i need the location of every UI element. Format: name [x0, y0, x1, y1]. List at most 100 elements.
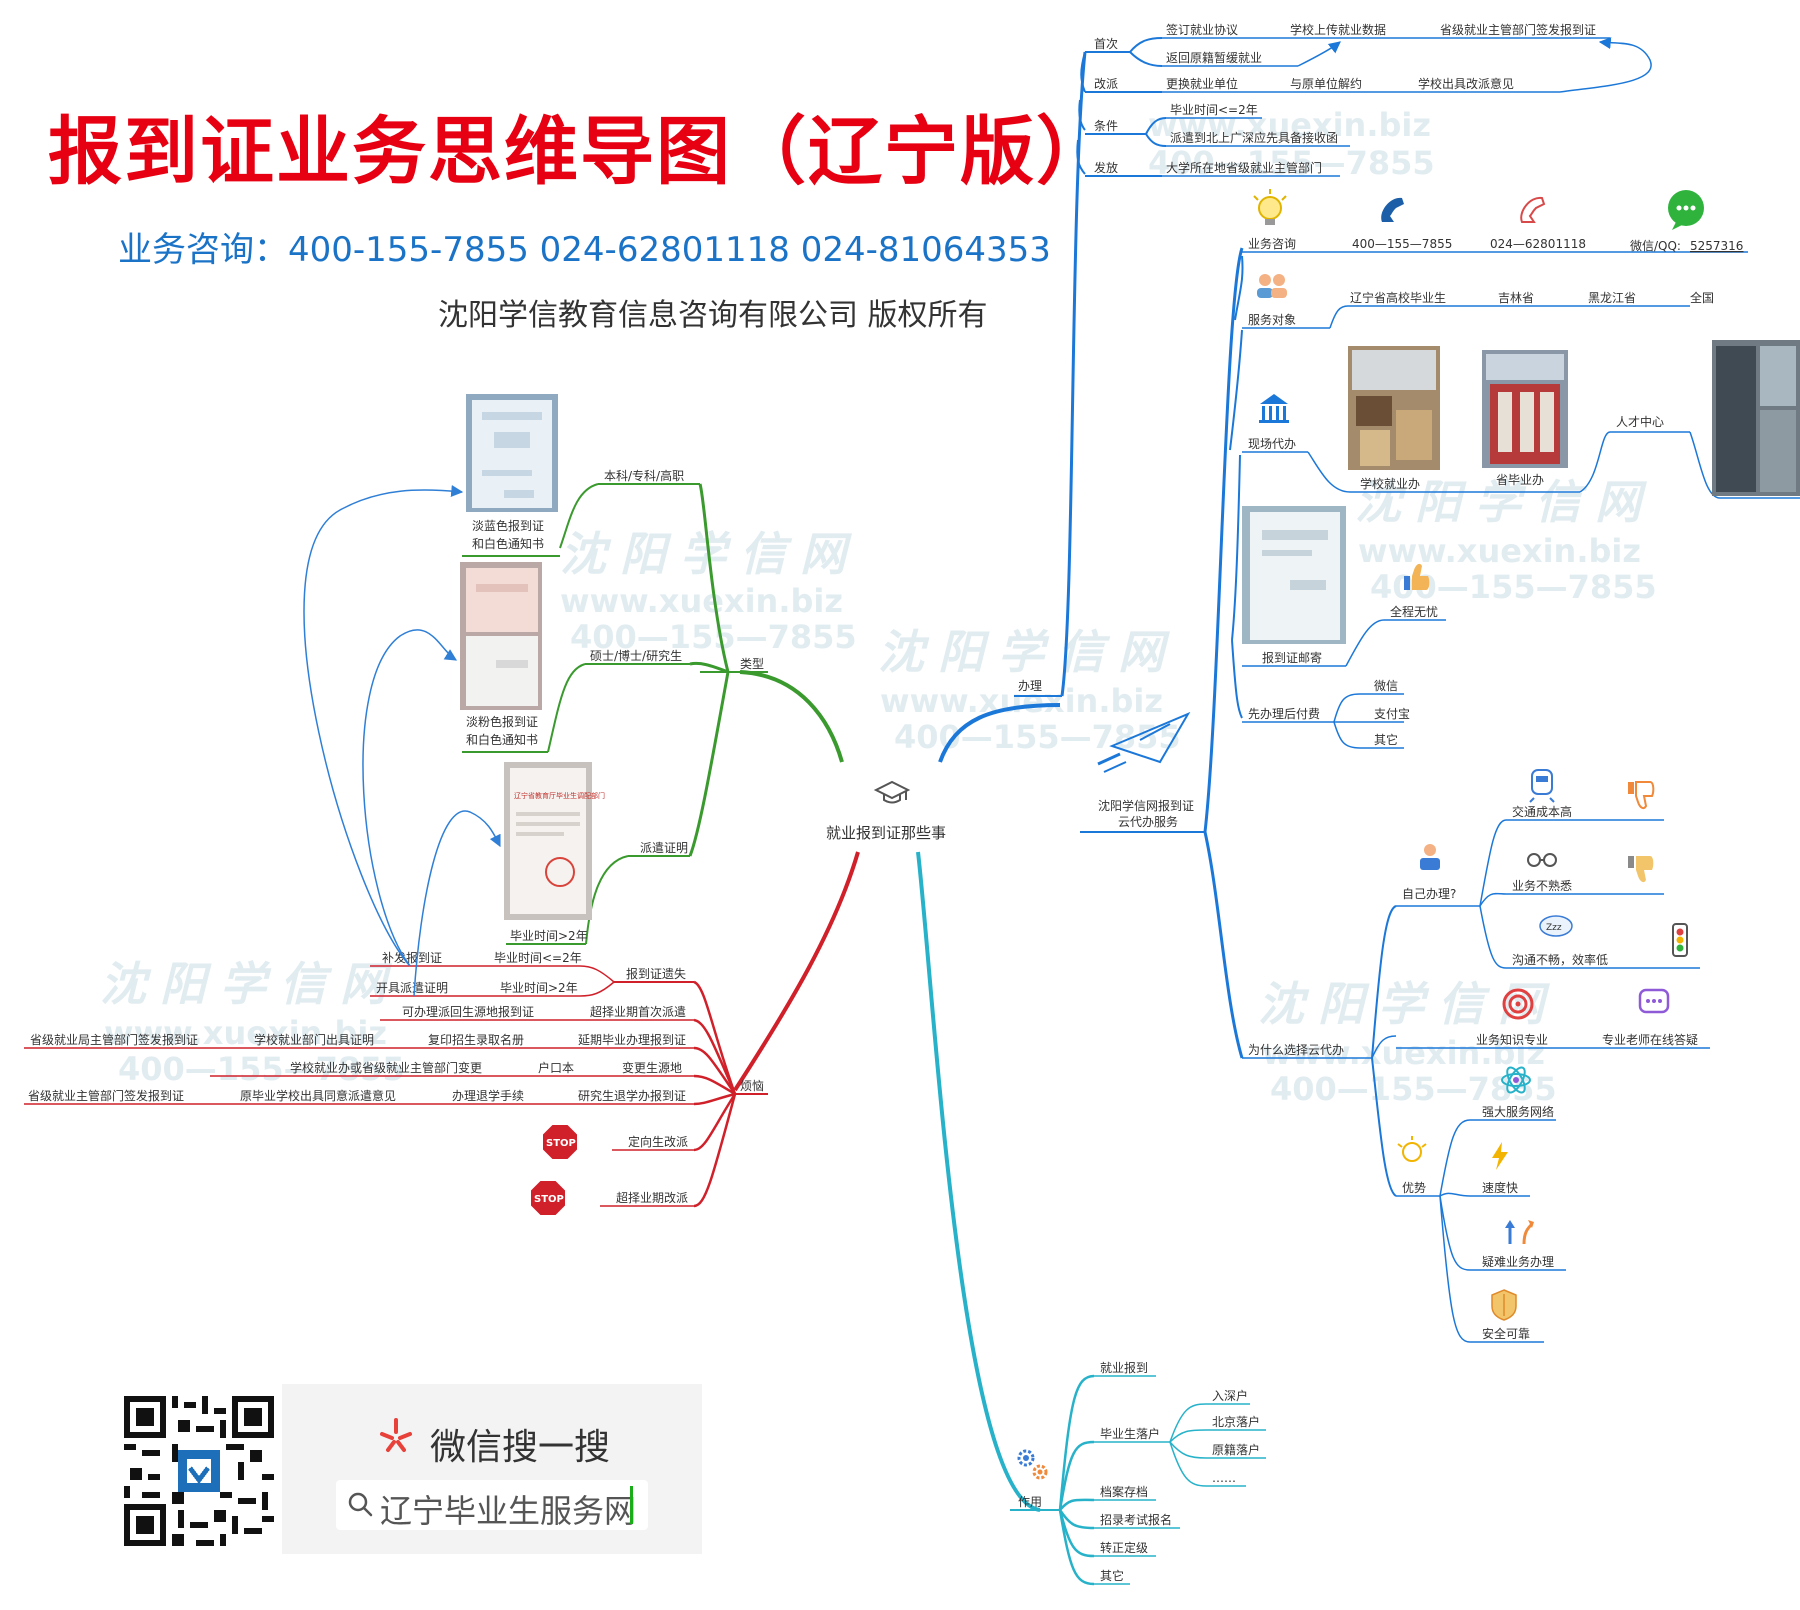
consult-wechat-id: 5257316: [1690, 239, 1743, 253]
chat-dots-icon: [1640, 990, 1668, 1012]
stop-sign-icon: STOP: [530, 1180, 566, 1216]
users-icon: [1257, 274, 1287, 298]
photo-pink-cert: [460, 562, 542, 710]
graduation-cap-icon: [876, 782, 908, 803]
settle-beijing: 北京落户: [1212, 1414, 1260, 1429]
onsite-school: 学校就业办: [1360, 476, 1420, 491]
trouble-lost-label: 报到证遗失: [626, 966, 686, 981]
adv-speed: 速度快: [1482, 1180, 1518, 1195]
trouble-label: 烦恼: [740, 1079, 764, 1093]
why-label: 为什么选择云代办: [1248, 1042, 1344, 1057]
svg-text:Zzz: Zzz: [1546, 923, 1562, 933]
expert-label: 业务知识专业: [1476, 1032, 1548, 1047]
pay-wechat: 微信: [1374, 679, 1398, 693]
trouble-delay-chain-0: 复印招生录取名册: [428, 1032, 524, 1047]
settle-origin: 原籍落户: [1212, 1442, 1260, 1457]
consult-label: 业务咨询: [1248, 236, 1296, 251]
wechat-search-query: 辽宁毕业生服务网: [380, 1486, 636, 1532]
shield-icon: [1492, 1290, 1516, 1320]
watermark-url: www.xuexin.biz: [1358, 532, 1641, 570]
photo-blue-cert: [466, 394, 558, 512]
handle-label: 办理: [1018, 678, 1042, 693]
handle-issue-label: 发放: [1094, 160, 1118, 175]
settle-shenzhen: 入深户: [1212, 1388, 1248, 1403]
photo-province-office: [1482, 350, 1568, 468]
trunk-types: [740, 672, 842, 762]
link-arrow: [363, 630, 456, 966]
reassign-loop-arrow: [1560, 42, 1651, 92]
trouble-overdue-reassign-label: 超择业期改派: [616, 1190, 688, 1205]
center-label: 就业报到证那些事: [826, 824, 946, 842]
lightbulb-icon: [1254, 189, 1286, 225]
sleep-cloud-icon: Zzz: [1540, 916, 1572, 936]
trouble-withdraw-chain-2: 省级就业主管部门签发报到证: [28, 1088, 184, 1103]
onsite-talent: 人才中心: [1616, 414, 1664, 429]
wechat-bubble-icon: [1668, 190, 1704, 230]
handle-reassign-opinion: 学校出具改派意见: [1418, 76, 1514, 91]
trouble-withdraw-chain-1: 原毕业学校出具同意派遣意见: [240, 1088, 396, 1103]
branch-types: 类型 本科/专科/高职 硕士/博士/研究生 派遣证明 淡蓝色报到证 和白色通知书: [460, 394, 768, 944]
use-report: 就业报到: [1100, 1360, 1148, 1375]
consult-phone-2: 024—62801118: [1490, 237, 1586, 251]
mail-label: 报到证邮寄: [1262, 650, 1322, 665]
handle-condition-label: 条件: [1094, 119, 1118, 133]
targets-label: 服务对象: [1248, 312, 1296, 327]
type-postgrad-caption-1: 淡粉色报到证: [466, 714, 538, 729]
lost-time-1: 毕业时间<=2年: [494, 951, 582, 965]
type-postgrad-label: 硕士/博士/研究生: [590, 648, 682, 663]
self-cost: 交通成本高: [1512, 804, 1572, 819]
photo-talent-center: [1712, 340, 1800, 496]
onsite-label: 现场代办: [1248, 436, 1296, 451]
stop-sign-text: STOP: [546, 1138, 576, 1149]
trouble-delay-chain-2: 省级就业局主管部门签发报到证: [30, 1032, 198, 1047]
type-undergrad-caption-2: 和白色通知书: [472, 536, 544, 551]
handle-issue-dept: 大学所在地省级就业主管部门: [1166, 160, 1322, 175]
bank-building-icon: [1259, 394, 1289, 423]
photo-dispatch-cert: 辽宁省教育厅毕业生调配部门: [504, 762, 605, 920]
lost-action-1: 补发报到证: [382, 950, 442, 965]
self-label: 自己办理?: [1402, 886, 1456, 901]
person-icon: [1420, 844, 1440, 870]
cloud-label-1: 沈阳学信网报到证: [1098, 798, 1194, 813]
handle-first-sign: 签订就业协议: [1166, 22, 1238, 37]
handle-condition-time: 毕业时间<=2年: [1170, 103, 1258, 117]
branch-cloud: 沈阳学信网报到证 云代办服务 业务咨询 400—155—7855 024—628…: [1080, 189, 1800, 1342]
adv-difficult: 疑难业务办理: [1482, 1254, 1554, 1269]
watermark-site: 沈阳学信网: [1258, 977, 1558, 1031]
trouble-withdraw-label: 研究生退学办报到证: [578, 1088, 686, 1103]
use-settle: 毕业生落户: [1100, 1426, 1160, 1441]
lost-time-2: 毕业时间>2年: [500, 981, 578, 995]
self-communication: 沟通不畅，效率低: [1512, 952, 1608, 967]
handle-condition-letter: 派遣到北上广深应先具备接收函: [1170, 130, 1338, 145]
center-node: 就业报到证那些事: [826, 782, 946, 842]
handle-first-upload: 学校上传就业数据: [1290, 22, 1386, 37]
qr-code: [124, 1396, 274, 1546]
sun-bulb-icon: [1398, 1136, 1426, 1161]
trouble-overdue-first-label: 超择业期首次派遣: [590, 1004, 686, 1019]
stop-sign-icon: STOP: [542, 1124, 578, 1160]
target-jilin: 吉林省: [1498, 291, 1534, 305]
arrows-up-icon: [1505, 1220, 1534, 1244]
use-exam: 招录考试报名: [1100, 1512, 1172, 1527]
trouble-origin-chain-1: 学校就业办或省级就业主管部门变更: [290, 1060, 482, 1075]
glasses-icon: [1528, 854, 1556, 866]
types-label: 类型: [740, 657, 764, 671]
handle-first-label: 首次: [1094, 37, 1118, 51]
wechat-search-logo-icon: [376, 1416, 416, 1456]
handle-first-issue: 省级就业主管部门签发报到证: [1440, 22, 1596, 37]
pay-other: 其它: [1374, 732, 1398, 747]
watermark-url: www.xuexin.biz: [560, 582, 843, 620]
trouble-origin-label: 变更生源地: [622, 1060, 682, 1075]
use-regular: 转正定级: [1100, 1540, 1148, 1555]
handle-reassign-change: 更换就业单位: [1166, 76, 1238, 91]
self-unfamiliar: 业务不熟悉: [1512, 878, 1572, 893]
trunk-trouble: [735, 852, 858, 1090]
handle-reassign-terminate: 与原单位解约: [1290, 76, 1362, 91]
pay-label: 先办理后付费: [1248, 706, 1320, 721]
trouble-origin-chain-0: 户口本: [538, 1060, 574, 1075]
target-nationwide: 全国: [1690, 290, 1714, 305]
trunk-use: [918, 852, 1040, 1510]
settle-more: ……: [1212, 1471, 1236, 1485]
adv-label: 优势: [1402, 1181, 1426, 1195]
photo-dispatch-text: 辽宁省教育厅毕业生调配部门: [514, 791, 605, 800]
